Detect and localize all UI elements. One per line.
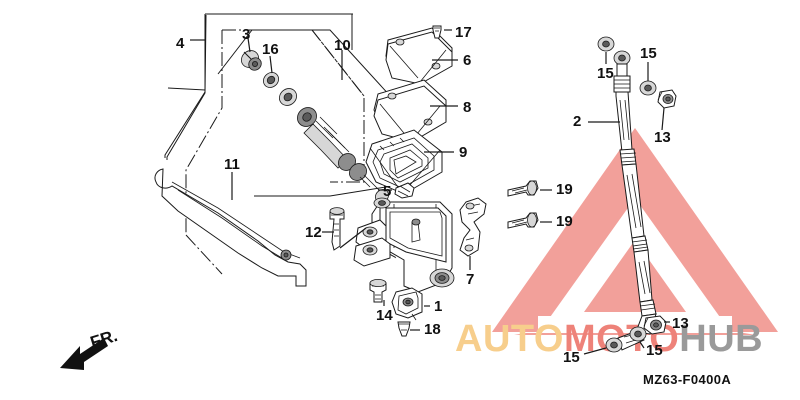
callout-15-upper-right: 15	[640, 45, 657, 62]
watermark-triangle-logo	[492, 128, 778, 335]
callout-15-upper-left: 15	[597, 65, 614, 82]
part-piston	[303, 116, 356, 171]
part-small-screw	[397, 321, 411, 337]
callout-15-lower-left: 15	[563, 349, 580, 366]
part-washer	[279, 88, 297, 106]
callout-12: 12	[305, 224, 322, 241]
callout-15-lower-right: 15	[646, 342, 663, 359]
part-cup-seal	[297, 107, 317, 127]
part-circlip	[263, 72, 279, 88]
callout-13-upper: 13	[654, 129, 671, 146]
part-number-label: MZ63-F0400A	[643, 372, 732, 387]
callout-6: 6	[463, 52, 472, 69]
part-brake-lever	[154, 168, 307, 287]
part-oil-bolt-lower	[643, 315, 667, 335]
callout-8: 8	[463, 99, 472, 116]
callout-19-upper: 19	[556, 181, 573, 198]
callout-1: 1	[434, 298, 443, 315]
watermark-word-auto: AUTO	[455, 318, 564, 360]
part-diaphragm-plate	[373, 79, 447, 143]
part-brake-light-switch	[391, 287, 423, 321]
part-sealing-washer-ul	[597, 36, 615, 52]
callout-10: 10	[334, 37, 351, 54]
part-pivot-bolt	[329, 207, 345, 251]
callout-13-lower: 13	[672, 315, 689, 332]
callout-4: 4	[176, 35, 185, 52]
callout-2: 2	[573, 113, 582, 130]
part-flange-bolt-upper	[507, 180, 539, 197]
callout-16: 16	[262, 41, 279, 58]
callout-17: 17	[455, 24, 472, 41]
part-switch-screw	[369, 278, 387, 303]
part-sealing-washer-ur	[639, 80, 657, 96]
callout-19-lower: 19	[556, 213, 573, 230]
part-hose-clamper	[459, 197, 487, 257]
part-brake-hose	[613, 50, 657, 351]
part-sealing-washer-ll	[605, 337, 623, 353]
callout-14: 14	[376, 307, 393, 324]
fr-arrow-icon	[60, 338, 108, 370]
callout-18: 18	[424, 321, 441, 338]
part-master-cylinder-body	[353, 197, 455, 293]
part-cap-screw	[432, 25, 442, 39]
watermark-word-hub: HUB	[679, 318, 764, 360]
part-joint-bolt	[394, 182, 415, 199]
part-boot	[241, 50, 262, 71]
callout-9: 9	[459, 144, 468, 161]
callout-3: 3	[242, 26, 251, 43]
part-sealing-washer-lr	[629, 326, 647, 342]
part-diaphragm	[365, 129, 443, 195]
callout-5: 5	[383, 183, 392, 200]
callout-7: 7	[466, 271, 475, 288]
part-reservoir-cap	[385, 27, 453, 85]
part-oil-bolt-upper	[657, 89, 677, 109]
front-direction-marker: FR.	[58, 326, 148, 377]
callout-11: 11	[224, 156, 240, 173]
part-flange-bolt-lower	[507, 212, 539, 229]
watermark-wordmark: AUTOMOTOHUB	[455, 318, 763, 361]
